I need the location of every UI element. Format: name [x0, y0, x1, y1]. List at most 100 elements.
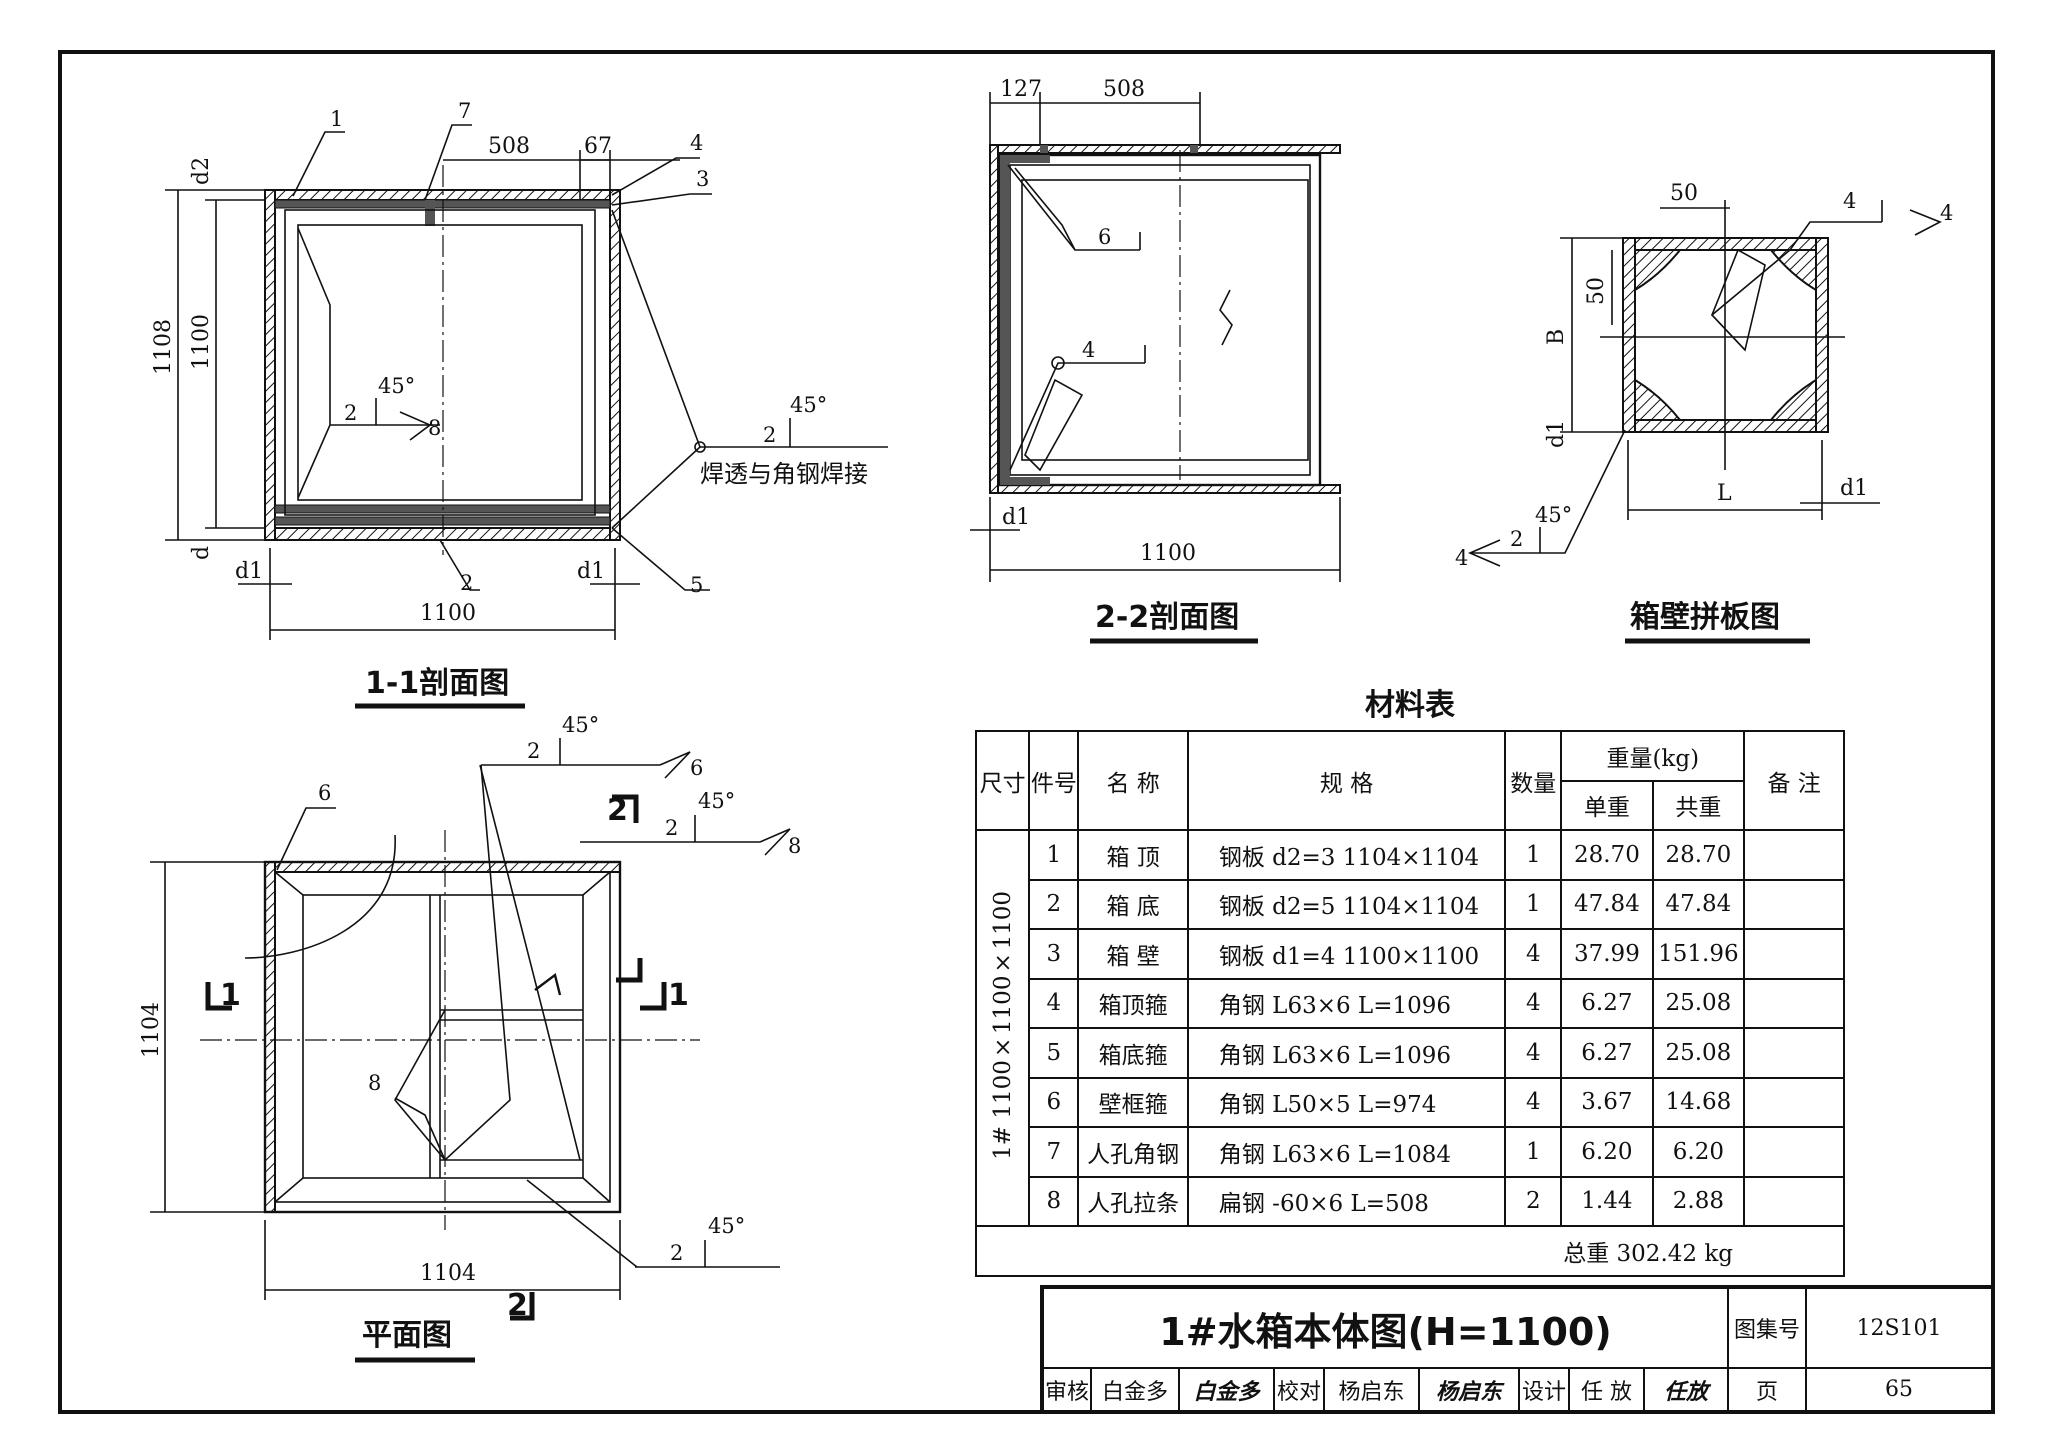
cell-remark	[1743, 1076, 1845, 1128]
plan-weld8-num: 8	[788, 834, 801, 858]
header-unit-weight: 单重	[1560, 779, 1654, 831]
cell-unit: 37.99	[1560, 928, 1654, 980]
panel-weld-45: 45°	[1535, 503, 1572, 527]
callout-2-2-6: 6	[1098, 225, 1111, 249]
sheet-border	[58, 50, 1995, 1414]
cell-total: 28.70	[1651, 829, 1746, 881]
title-panel-detail: 箱壁拼板图	[1630, 600, 1780, 635]
cell-spec: 钢板 d2=3 1104×1104	[1186, 829, 1507, 881]
page-number: 65	[1807, 1369, 1993, 1412]
callout-2-2-4: 4	[1082, 338, 1095, 362]
cell-name: 箱 壁	[1077, 928, 1189, 980]
header-total-weight: 共重	[1651, 779, 1746, 831]
design-label: 设计	[1520, 1369, 1570, 1412]
dim-508: 508	[488, 134, 530, 159]
plan-weld-bot-size: 2	[670, 1241, 683, 1265]
plan-weld6-num: 6	[690, 756, 703, 780]
cell-total: 25.08	[1651, 1027, 1746, 1079]
panel-weld-2: 2	[1510, 527, 1523, 551]
dim-panel-B: B	[1544, 329, 1569, 345]
weld2-angle: 45°	[790, 393, 827, 417]
plan-callout-6: 6	[318, 781, 331, 805]
cell-total: 47.84	[1651, 878, 1746, 930]
plan-weld-bot-angle: 45°	[708, 1214, 745, 1238]
plan-view: 1104 1104 6 2 45° 6 2 45° 8 8 2 45° 1 1	[139, 713, 801, 1363]
dim-2-2-508: 508	[1103, 77, 1145, 102]
cell-unit: 47.84	[1560, 878, 1654, 930]
callout-7: 7	[458, 99, 471, 123]
cell-no: 5	[1028, 1027, 1080, 1079]
cell-total: 14.68	[1651, 1076, 1746, 1128]
dim-1100: 1100	[189, 314, 214, 370]
table-row: 1# 1100×1100×1100 1 箱 顶 钢板 d2=3 1104×110…	[974, 829, 1845, 1227]
cell-unit: 6.27	[1560, 1027, 1654, 1079]
cell-qty: 4	[1504, 977, 1563, 1029]
title-plan: 平面图	[362, 1318, 452, 1353]
table-row: 4 箱顶箍 角钢 L63×6 L=1096 4 6.27 25.08	[976, 977, 1845, 1029]
cell-name: 箱顶箍	[1077, 977, 1189, 1029]
cell-spec: 角钢 L63×6 L=1096	[1186, 1027, 1507, 1079]
callout-5: 5	[690, 573, 703, 597]
cell-no: 7	[1028, 1126, 1080, 1178]
cell-no: 2	[1028, 878, 1080, 930]
table-total-row: 总重 302.42 kg	[975, 1225, 1845, 1277]
callout-2: 2	[460, 571, 473, 595]
dim-bottom-1100: 1100	[420, 601, 476, 626]
cell-unit: 3.67	[1560, 1076, 1654, 1128]
table-subheader-row: 单重 共重	[976, 779, 1844, 831]
cell-unit: 28.70	[1560, 829, 1654, 881]
cell-spec: 角钢 L50×5 L=974	[1186, 1076, 1507, 1128]
dim-panel-50-top: 50	[1670, 181, 1698, 206]
cell-qty: 4	[1504, 1076, 1563, 1128]
cell-remark	[1743, 1175, 1845, 1227]
atlas-number: 12S101	[1807, 1289, 1993, 1369]
plan-weld8-angle: 45°	[698, 789, 735, 813]
cut-mark-2-top: 2	[607, 793, 628, 828]
cell-total: 2.88	[1651, 1175, 1746, 1227]
cell-no: 4	[1028, 977, 1080, 1029]
callout-1: 1	[330, 107, 343, 131]
weld2-size: 2	[763, 423, 776, 447]
cell-name: 人孔角钢	[1077, 1126, 1189, 1178]
callout-3: 3	[696, 167, 709, 191]
cell-total: 25.08	[1651, 977, 1746, 1029]
cell-spec: 钢板 d2=5 1104×1104	[1186, 878, 1507, 930]
dim-1108: 1108	[151, 319, 176, 375]
cell-remark	[1743, 829, 1845, 881]
header-size: 尺寸	[974, 730, 1031, 831]
cell-remark	[1743, 928, 1845, 980]
size-cell: 1# 1100×1100×1100	[974, 829, 1031, 1227]
cell-remark	[1743, 878, 1845, 930]
table-row: 5 箱底箍 角钢 L63×6 L=1096 4 6.27 25.08	[976, 1027, 1845, 1079]
dim-d1-left: d1	[235, 559, 263, 584]
cell-spec: 角钢 L63×6 L=1096	[1186, 977, 1507, 1029]
size-label: 1# 1100×1100×1100	[989, 890, 1016, 1160]
cell-spec: 扁钢 -60×6 L=508	[1186, 1175, 1507, 1227]
cell-qty: 4	[1504, 928, 1563, 980]
drawing-title: 1#水箱本体图(H=1100)	[1044, 1289, 1729, 1369]
callout-4: 4	[690, 131, 703, 155]
dim-plan-1104-width: 1104	[420, 1261, 476, 1286]
cell-name: 箱 底	[1077, 878, 1189, 930]
total-weight: 总重 302.42 kg	[975, 1225, 1845, 1277]
header-part-no: 件号	[1028, 730, 1080, 831]
cell-no: 3	[1028, 928, 1080, 980]
panel-weld-bot-4: 4	[1455, 546, 1468, 570]
reviewer-signature: 白金多	[1180, 1369, 1275, 1412]
section-2-2-view: 127 508 1100 d1 6 4 2-2剖面图	[970, 77, 1341, 644]
table-row: 7 人孔角钢 角钢 L63×6 L=1084 1 6.20 6.20	[976, 1126, 1845, 1178]
cell-no: 1	[1028, 829, 1080, 881]
cut-mark-1-right: 1	[668, 978, 689, 1013]
cell-remark	[1743, 1126, 1845, 1178]
page-label: 页	[1729, 1369, 1807, 1412]
table-row: 3 箱 壁 钢板 d1=4 1100×1100 4 37.99 151.96	[976, 928, 1845, 980]
cell-unit: 6.20	[1560, 1126, 1654, 1178]
title-section-2-2: 2-2剖面图	[1095, 600, 1239, 635]
dim-plan-1104-height: 1104	[139, 1002, 164, 1058]
cell-no: 6	[1028, 1076, 1080, 1128]
dim-67: 67	[584, 134, 612, 159]
plan-weld6-size: 2	[527, 739, 540, 763]
weld-note: 焊透与角钢焊接	[700, 460, 868, 488]
title-section-1-1: 1-1剖面图	[365, 666, 509, 701]
